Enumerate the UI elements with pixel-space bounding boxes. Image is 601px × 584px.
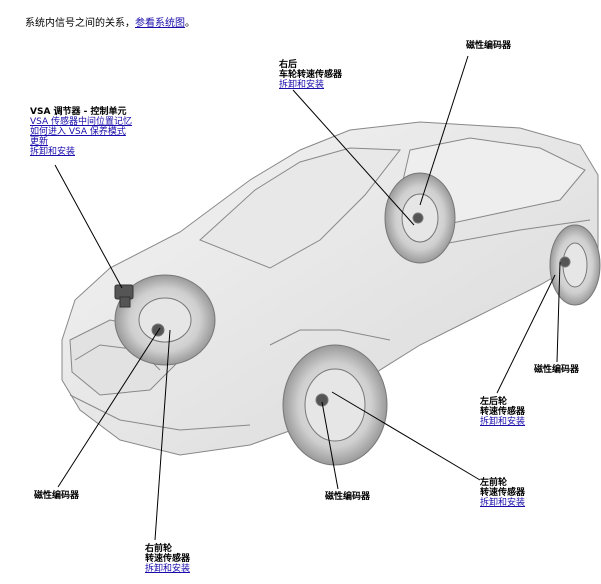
front-left-subtitle: 转速传感器 [480, 488, 526, 498]
front-right-subtitle: 转速传感器 [145, 554, 191, 564]
vsa-label: VSA 调节器 - 控制单元 VSA 传感器中间位置记忆 如何进入 VSA 保养… [30, 107, 132, 157]
rear-left-label: 左后轮 转速传感器 拆卸和安装 [480, 397, 525, 427]
vsa-title: VSA 调节器 - 控制单元 [30, 107, 127, 117]
encoder-bottom-left-text: 磁性编码器 [34, 491, 80, 501]
front-right-label: 右前轮 转速传感器 拆卸和安装 [145, 544, 190, 574]
intro-prefix: 系统内信号之间的关系， [25, 18, 135, 29]
encoder-top-text: 磁性编码器 [466, 41, 512, 51]
encoder-label-bottom-mid: 磁性编码器 [325, 492, 370, 502]
encoder-label-bottom-left: 磁性编码器 [34, 491, 79, 501]
rear-left-link[interactable]: 拆卸和安装 [480, 417, 526, 427]
vsa-modulator-unit [114, 284, 134, 308]
rear-right-label: 右后 车轮转速传感器 拆卸和安装 [279, 60, 342, 90]
rear-right-wheel [384, 172, 456, 264]
system-diagram-link[interactable]: 参看系统图 [135, 18, 185, 29]
leader-lines [54, 55, 561, 541]
front-left-title: 左前轮 [480, 478, 508, 488]
front-left-label: 左前轮 转速传感器 拆卸和安装 [480, 478, 525, 508]
rear-right-link[interactable]: 拆卸和安装 [279, 80, 325, 90]
rear-left-subtitle: 转速传感器 [480, 407, 526, 417]
rear-left-wheel [549, 224, 601, 306]
intro-suffix: 。 [185, 18, 195, 29]
encoder-right-text: 磁性编码器 [534, 365, 580, 375]
front-right-title: 右前轮 [145, 544, 173, 554]
front-right-link[interactable]: 拆卸和安装 [145, 564, 191, 574]
vsa-link-removal[interactable]: 拆卸和安装 [30, 147, 76, 157]
encoder-bottom-mid-text: 磁性编码器 [325, 492, 371, 502]
vsa-link-memory[interactable]: VSA 传感器中间位置记忆 [30, 117, 133, 127]
rear-right-title: 右后 [279, 60, 298, 70]
front-left-wheel [282, 344, 388, 466]
encoder-label-top: 磁性编码器 [466, 41, 511, 51]
intro-text: 系统内信号之间的关系，参看系统图。 [25, 14, 195, 29]
rear-left-title: 左后轮 [480, 397, 508, 407]
vsa-link-update[interactable]: 更新 [30, 137, 49, 147]
rear-right-subtitle: 车轮转速传感器 [279, 70, 343, 80]
front-left-link[interactable]: 拆卸和安装 [480, 498, 526, 508]
front-right-wheel [114, 274, 216, 366]
encoder-label-right: 磁性编码器 [534, 365, 579, 375]
vsa-link-service-mode[interactable]: 如何进入 VSA 保养模式 [30, 127, 126, 137]
